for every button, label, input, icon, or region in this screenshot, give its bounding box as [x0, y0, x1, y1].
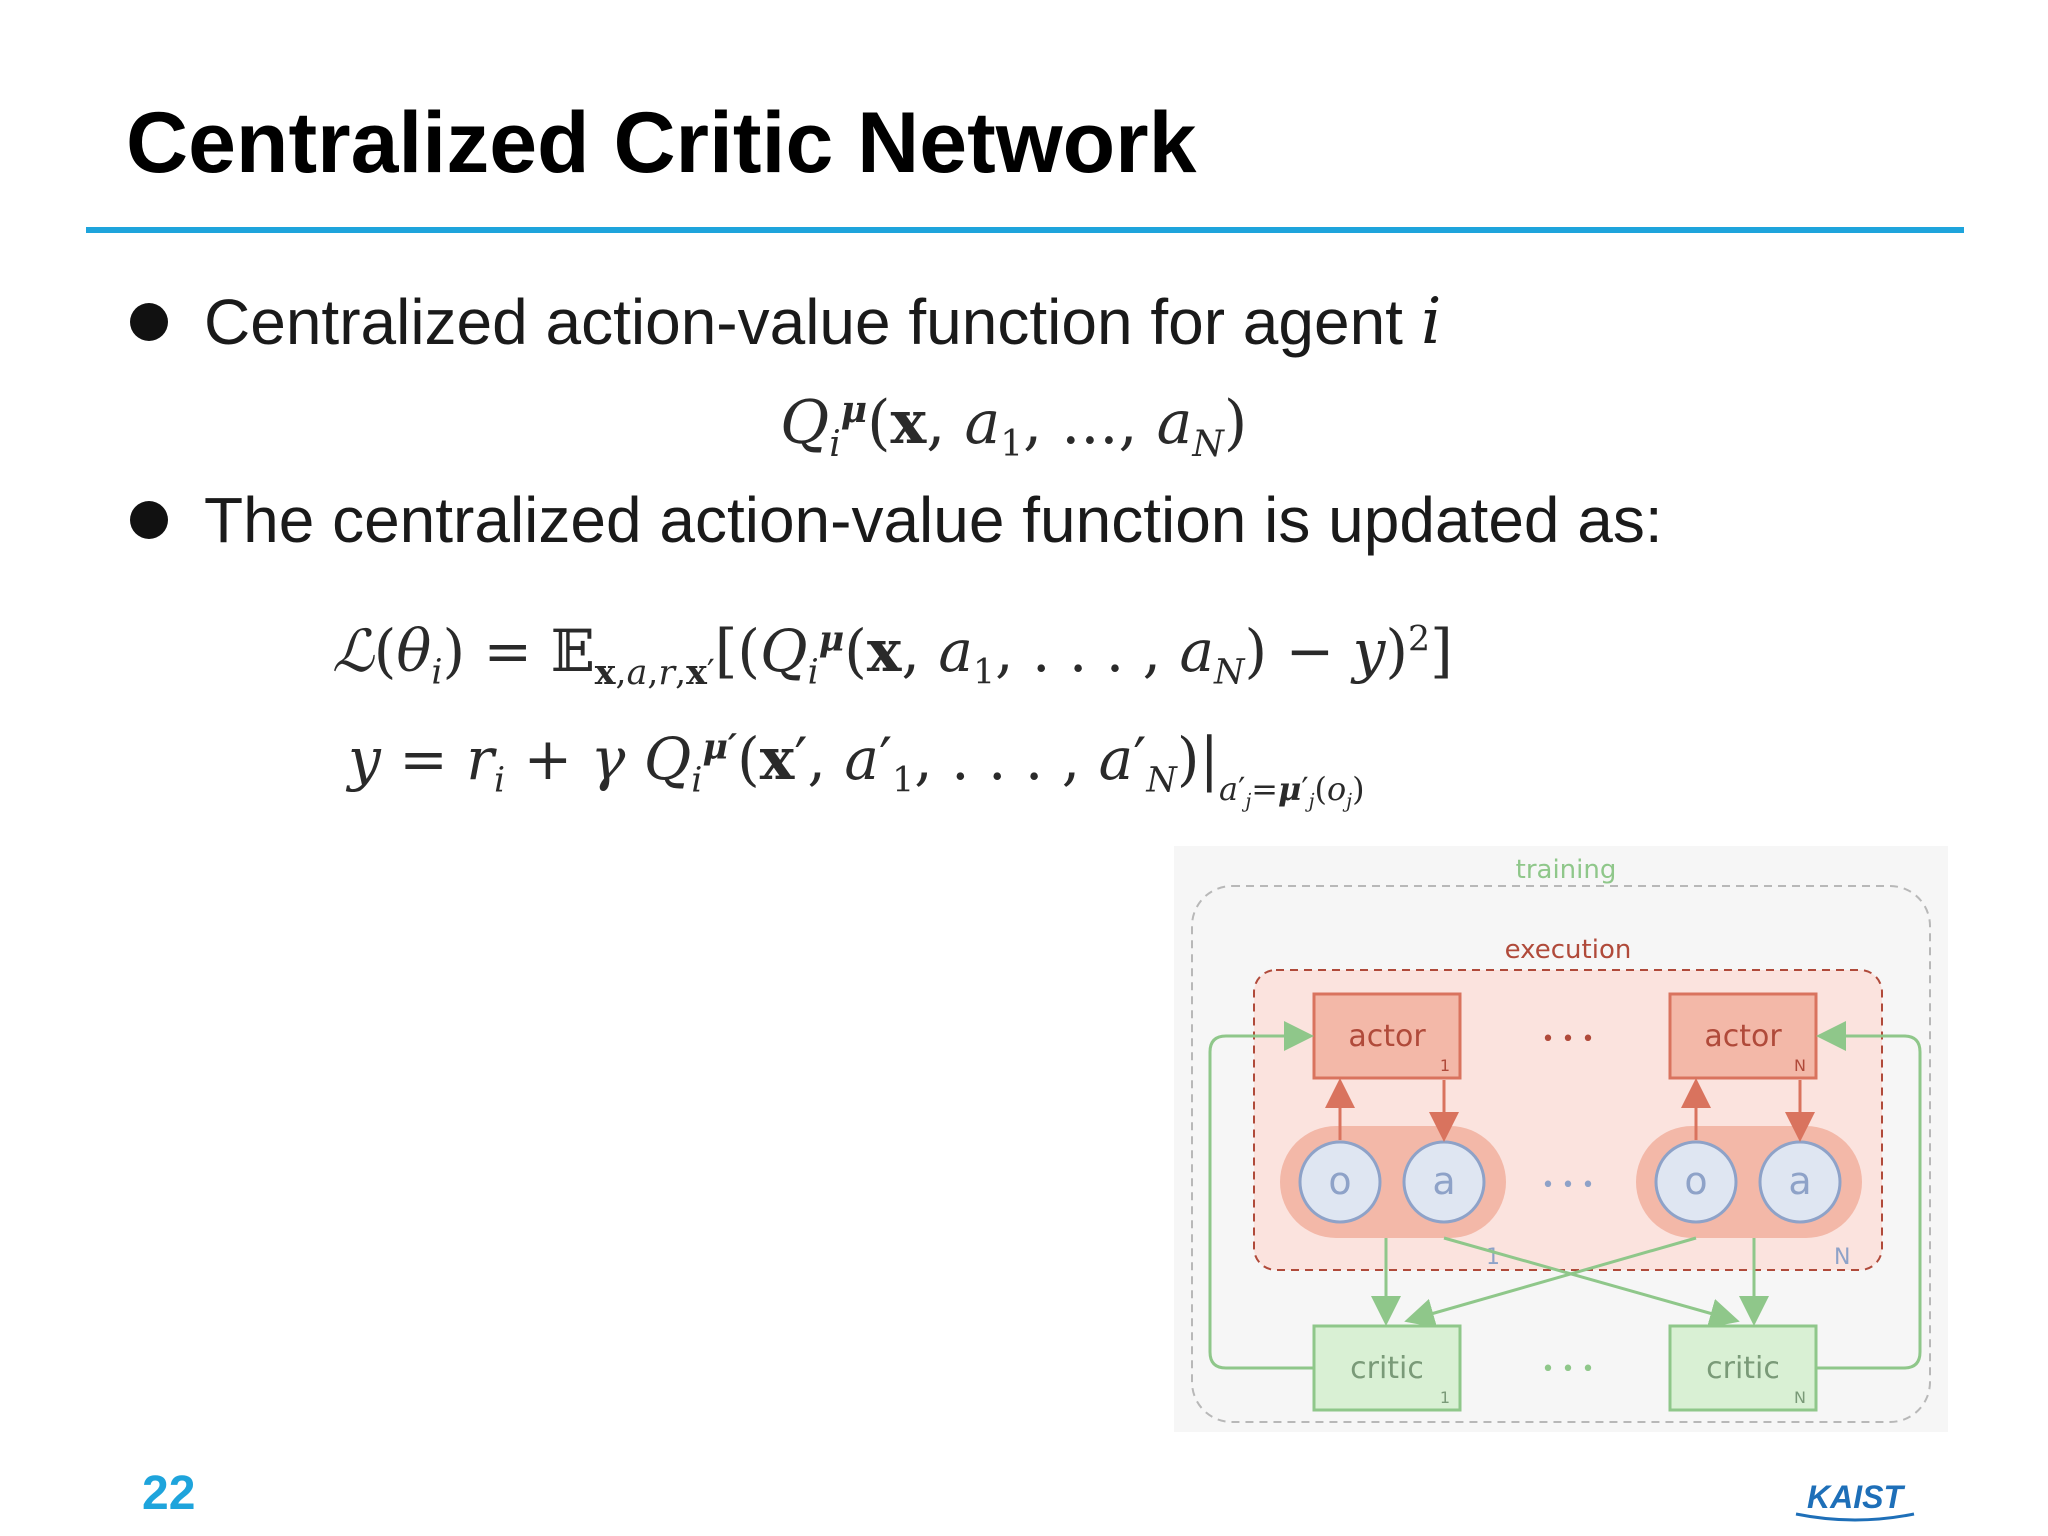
critic-1-index: 1: [1440, 1388, 1450, 1407]
bullet-item: The centralized action-value function is…: [130, 488, 1663, 552]
group-1-index: 1: [1486, 1245, 1500, 1270]
actor-1-label: actor: [1348, 1019, 1426, 1054]
critic-N-feedback-arrow: [1816, 1021, 1922, 1370]
training-label: training: [1516, 855, 1617, 885]
actor-ellipsis: • • •: [1542, 1027, 1595, 1052]
act-node-1-label: a: [1432, 1159, 1455, 1203]
kaist-logo: KAIST: [1790, 1476, 1920, 1524]
act-node-N: [1758, 1140, 1842, 1224]
bullet-dot-icon: [130, 303, 168, 341]
actor-1-box: [1312, 992, 1462, 1080]
slide-title: Centralized Critic Network: [126, 95, 1197, 191]
execution-label: execution: [1505, 935, 1632, 965]
act-node-N-label: a: [1788, 1159, 1811, 1203]
obs-node-N: [1654, 1140, 1738, 1224]
bullet-math-variable: i: [1420, 285, 1442, 359]
bullet-dot-icon: [130, 501, 168, 539]
actor-N-box: [1668, 992, 1818, 1080]
actor-1-index: 1: [1440, 1056, 1450, 1075]
title-divider: [86, 227, 1964, 233]
actor-N-label: actor: [1704, 1019, 1782, 1054]
critic-N-label: critic: [1706, 1351, 1780, 1386]
act-node-1: [1402, 1140, 1486, 1224]
critic-1-feedback-arrow: [1208, 1021, 1314, 1370]
obs-node-1: [1298, 1140, 1382, 1224]
obs-node-N-label: o: [1684, 1159, 1707, 1203]
group-N-index: N: [1834, 1245, 1850, 1270]
bullet-text: The centralized action-value function is…: [204, 484, 1663, 556]
page-number: 22: [142, 1467, 196, 1520]
critic-1-label: critic: [1350, 1351, 1424, 1386]
critic-1-box: [1312, 1324, 1462, 1412]
actor-N-index: N: [1794, 1056, 1806, 1075]
critic-N-index: N: [1794, 1388, 1806, 1407]
equation-q-function: Qiμ(x, a1, ..., aN): [780, 388, 1248, 465]
node-ellipsis: • • •: [1542, 1173, 1595, 1198]
kaist-logo-text: KAIST: [1807, 1479, 1905, 1515]
maddpg-diagram: training execution actor 1 actor N • • •…: [1174, 846, 1948, 1432]
equation-loss: ℒ(θi) = 𝔼x,a,r,x′[(Qiμ(x, a1, . . . , aN…: [332, 617, 1453, 693]
equation-target: y = ri + γ Qiμ′(x′, a′1, . . . , a′N)|a′…: [348, 725, 1365, 813]
bullet-item: Centralized action-value function for ag…: [130, 290, 1441, 354]
training-boundary: [1191, 885, 1931, 1423]
obs-node-1-label: o: [1328, 1159, 1351, 1203]
group-N-to-critic-1-arrow: [1404, 1236, 1697, 1328]
critic-N-box: [1668, 1324, 1818, 1412]
bullet-text: Centralized action-value function for ag…: [204, 286, 1403, 358]
critic-ellipsis: • • •: [1542, 1357, 1595, 1382]
group-1-to-critic-N-arrow: [1443, 1236, 1740, 1328]
